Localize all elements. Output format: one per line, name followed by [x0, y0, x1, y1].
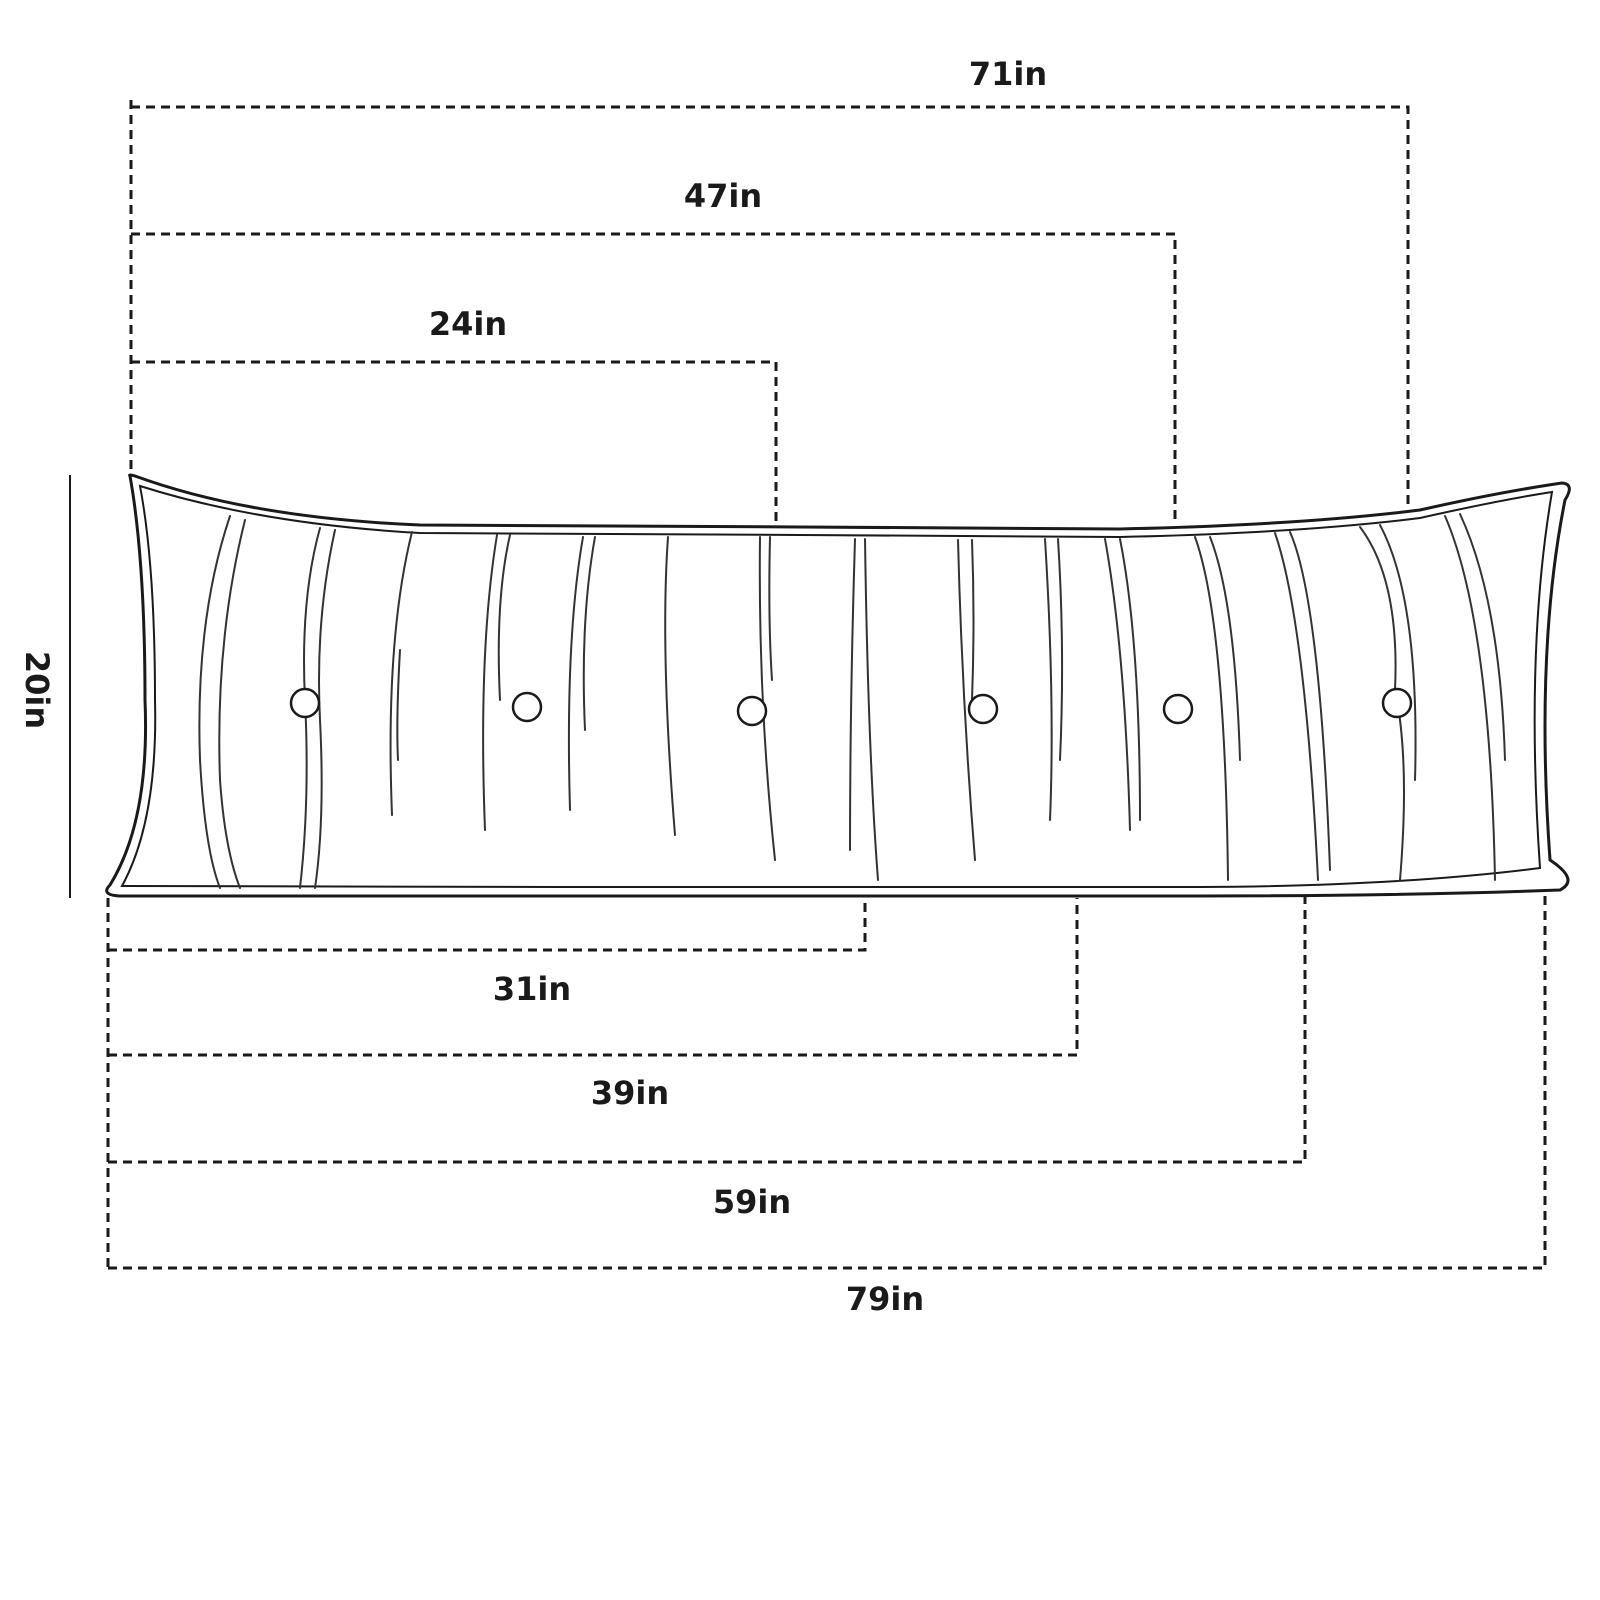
tuft-button [967, 693, 999, 725]
dimension-line-31in [106, 898, 867, 1270]
tuft-button [511, 691, 543, 723]
dimension-line-79in [108, 892, 1547, 1270]
bottom-dimensions [106, 892, 1547, 1270]
tuft-buttons [289, 687, 1413, 727]
dimension-line-39in [108, 898, 1079, 1057]
tuft-button [736, 695, 768, 727]
dimension-line-59in [108, 895, 1307, 1164]
dimension-line-47in [131, 232, 1177, 522]
pillow-creases [198, 513, 1506, 889]
dimension-label-24in: 24in [429, 305, 507, 343]
dimension-label-71in: 71in [969, 55, 1047, 93]
tuft-button [1162, 693, 1194, 725]
dimension-label-height: 20in [18, 651, 56, 729]
dimension-label-39in: 39in [591, 1074, 669, 1112]
dimension-label-79in: 79in [846, 1280, 924, 1318]
tuft-button [1381, 687, 1413, 719]
top-dimensions [129, 100, 1410, 524]
dimension-label-31in: 31in [493, 970, 571, 1008]
tuft-button [289, 687, 321, 719]
dimension-label-59in: 59in [713, 1183, 791, 1221]
dimension-line-24in [131, 360, 778, 524]
pillow-piping [120, 484, 1554, 888]
pillow-outline [105, 473, 1571, 898]
dimension-line-71in [129, 100, 1410, 505]
dimension-label-47in: 47in [684, 177, 762, 215]
pillow [105, 473, 1571, 898]
